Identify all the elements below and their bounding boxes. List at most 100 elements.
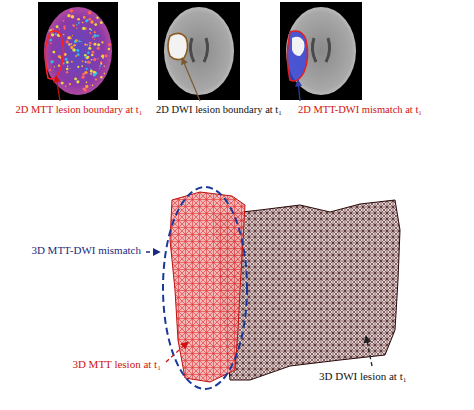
speckle xyxy=(60,57,62,59)
speckle xyxy=(97,58,99,60)
dwi-lesion xyxy=(292,37,305,56)
speckle xyxy=(104,54,107,57)
speckle xyxy=(62,20,64,22)
speckle xyxy=(95,79,97,81)
speckle xyxy=(86,44,88,46)
speckle xyxy=(66,71,69,74)
speckle xyxy=(52,28,54,30)
dwi-map xyxy=(158,2,240,100)
speckle xyxy=(66,40,69,43)
speckle xyxy=(73,24,76,27)
speckle xyxy=(99,68,100,69)
speckle xyxy=(63,34,65,36)
speckle xyxy=(68,36,71,39)
speckle xyxy=(89,32,91,34)
speckle xyxy=(71,43,73,45)
speckle xyxy=(78,40,80,42)
speckle xyxy=(82,60,84,62)
speckle xyxy=(89,42,92,45)
speckle xyxy=(94,23,97,26)
speckle xyxy=(91,54,93,56)
callout-label: 3D MTT-DWI mismatch xyxy=(30,244,142,257)
image-ground xyxy=(280,2,362,100)
image-ground xyxy=(38,2,118,100)
brain-slice xyxy=(164,7,234,95)
leader-arrow xyxy=(146,251,160,252)
perfusion-speckles xyxy=(49,9,112,92)
speckle xyxy=(69,68,70,69)
speckle xyxy=(90,73,92,75)
speckle xyxy=(86,56,87,57)
speckle xyxy=(76,27,77,28)
speckle xyxy=(67,37,70,40)
speckle xyxy=(93,34,96,37)
speckle xyxy=(87,52,89,54)
speckle xyxy=(52,51,55,54)
brain-slice xyxy=(286,7,356,95)
speckle xyxy=(50,60,53,63)
speckle xyxy=(65,58,68,61)
speckle xyxy=(93,43,96,46)
speckle xyxy=(85,61,87,63)
callout-label: 2D MTT lesion boundary at t₁ xyxy=(15,104,144,116)
speckle xyxy=(88,47,91,50)
speckle xyxy=(77,53,80,56)
speckle xyxy=(63,25,65,27)
speckle xyxy=(90,69,93,72)
speckle xyxy=(81,76,84,79)
leader-arrow xyxy=(56,76,60,101)
speckle xyxy=(80,41,81,42)
speckle xyxy=(89,28,91,30)
speckle xyxy=(70,46,73,49)
speckle xyxy=(91,59,93,61)
speckle xyxy=(49,39,52,42)
speckle xyxy=(88,18,91,21)
speckle xyxy=(89,45,91,47)
speckle xyxy=(93,73,96,76)
leader-arrow xyxy=(166,342,188,362)
speckle xyxy=(53,60,54,61)
speckle xyxy=(85,85,88,88)
speckle xyxy=(74,78,77,81)
speckle xyxy=(72,35,73,36)
speckle xyxy=(76,49,79,52)
speckle xyxy=(51,33,54,36)
speckle xyxy=(83,16,86,19)
brain-slice xyxy=(44,7,112,95)
speckle xyxy=(84,54,87,57)
speckle xyxy=(83,88,84,89)
speckle xyxy=(100,63,102,65)
speckle xyxy=(68,43,70,45)
speckle xyxy=(59,28,60,29)
speckle xyxy=(92,84,94,86)
speckle xyxy=(54,66,55,67)
speckle xyxy=(97,35,99,37)
speckle xyxy=(74,40,77,43)
speckle xyxy=(102,57,104,59)
callout-label: 3D DWI lesion at t₁ xyxy=(318,370,408,383)
speckle xyxy=(96,17,98,19)
speckle xyxy=(87,60,90,63)
speckle xyxy=(104,66,105,67)
speckle xyxy=(93,58,96,61)
mtt-boundary xyxy=(45,31,63,79)
mtt-mesh xyxy=(170,192,245,382)
speckle xyxy=(84,44,86,46)
speckle xyxy=(75,55,77,57)
ventricles xyxy=(312,38,329,62)
speckle xyxy=(86,56,89,59)
speckle xyxy=(86,81,88,83)
image-ground xyxy=(158,2,240,100)
speckle xyxy=(58,55,61,58)
speckle xyxy=(67,14,70,17)
speckle xyxy=(100,21,103,24)
speckle xyxy=(82,27,85,30)
speckle xyxy=(85,20,88,23)
speckle xyxy=(104,73,105,74)
speckle xyxy=(90,68,91,69)
mismatch-map xyxy=(280,2,362,100)
speckle xyxy=(61,82,64,85)
leader-arrow xyxy=(182,58,200,101)
speckle xyxy=(66,68,69,71)
